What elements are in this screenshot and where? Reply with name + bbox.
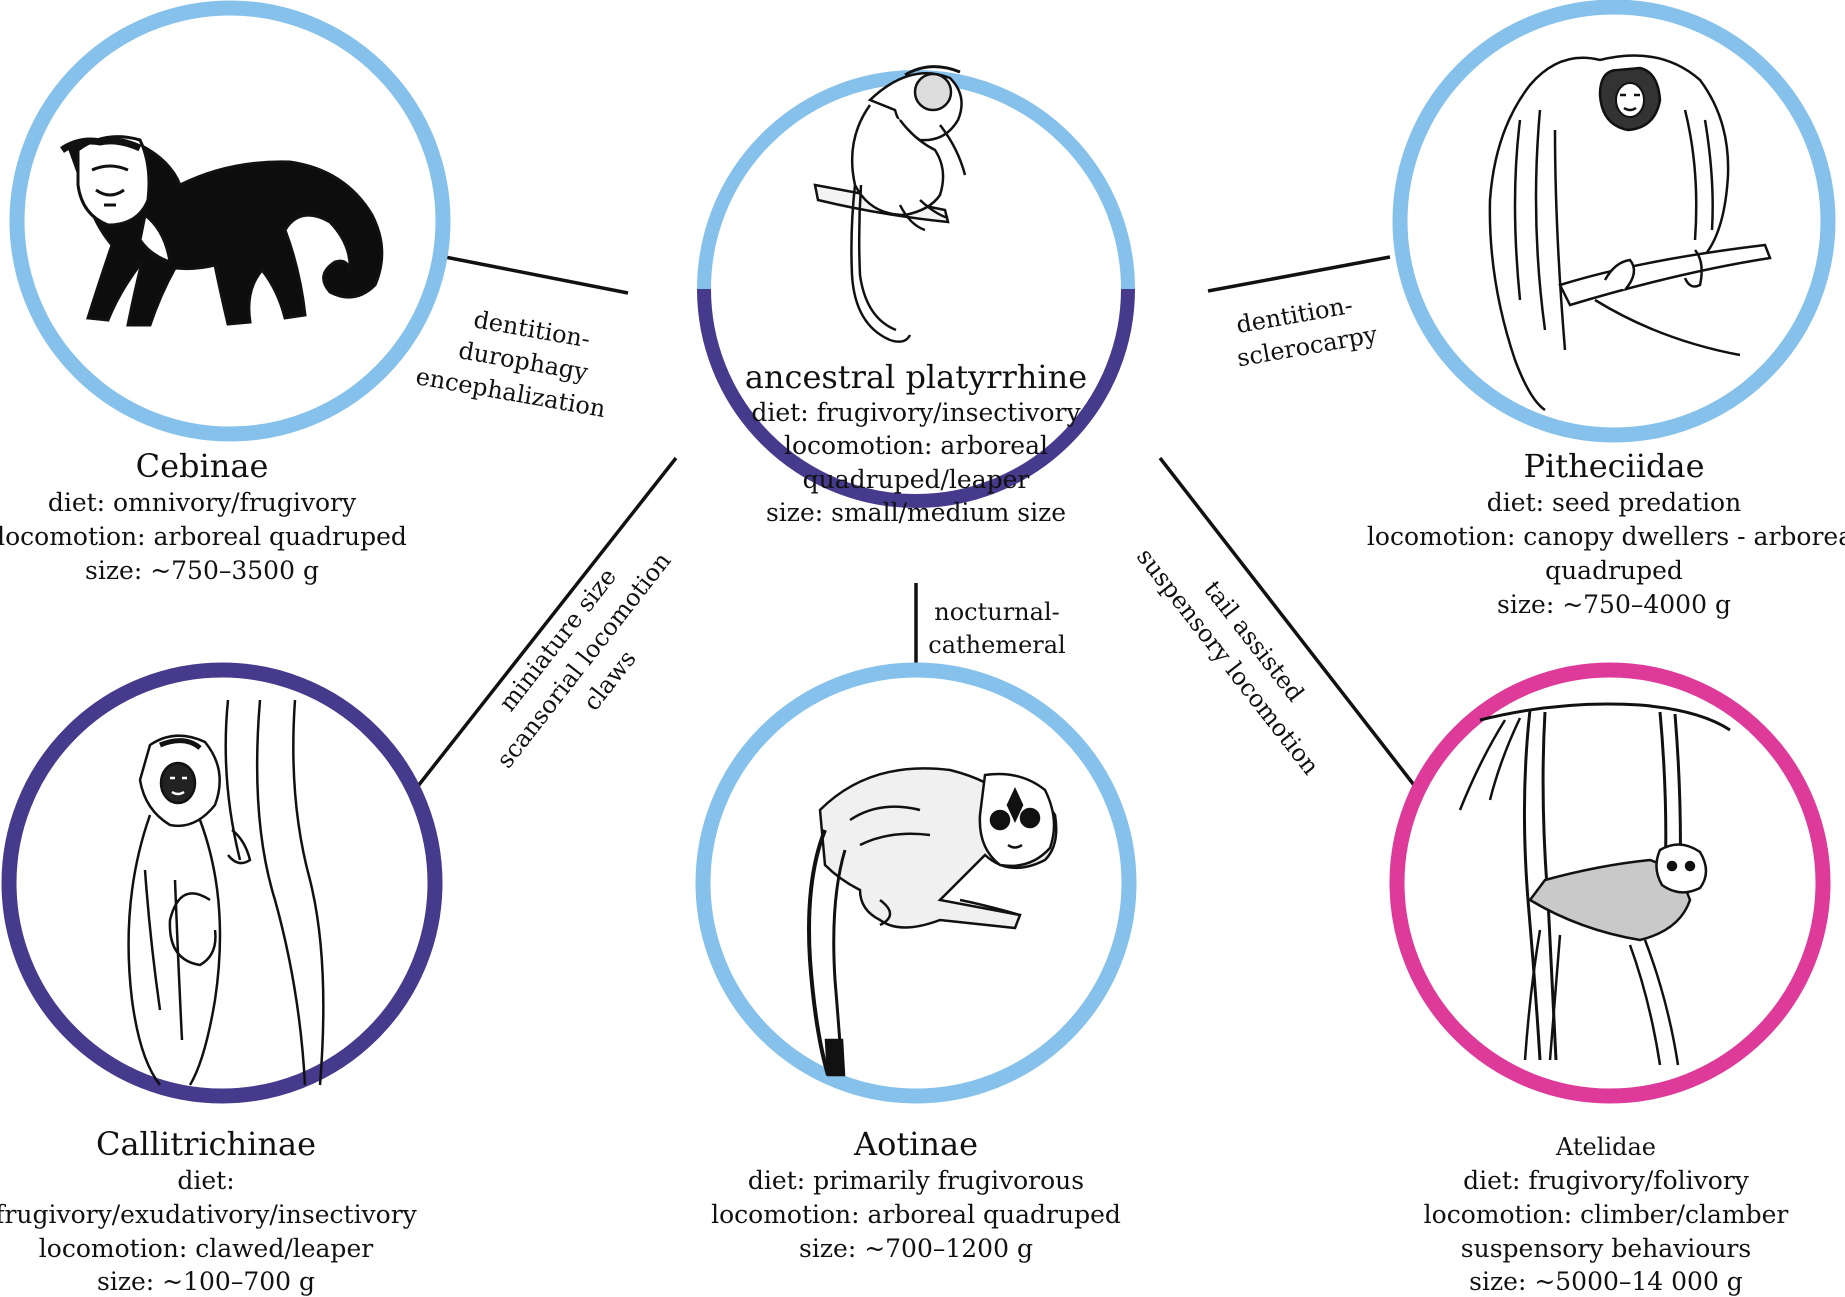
- node-aotinae: Aotinae diet: primarily frugivorous loco…: [703, 670, 1129, 1263]
- edge-label-aotinae: nocturnal- cathemeral: [928, 598, 1065, 659]
- callitrichinae-line-4: size: ~100–700 g: [97, 1267, 315, 1296]
- aotinae-line-3: size: ~700–1200 g: [799, 1234, 1033, 1263]
- atelidae-line-2: locomotion: climber/clamber: [1424, 1200, 1789, 1229]
- cebinae-line-3: size: ~750–3500 g: [85, 556, 319, 585]
- edge-label-callitrichinae: miniature size scansorial locomotion cla…: [465, 527, 703, 794]
- center-line-3: quadruped/leaper: [803, 465, 1030, 494]
- edge-label-atelidae-line-2: suspensory locomotion: [1131, 543, 1325, 780]
- edge-label-aotinae-line-1: nocturnal-: [934, 598, 1059, 626]
- center-line-4: size: small/medium size: [766, 498, 1066, 527]
- node-ancestral-platyrrhine: ancestral platyrrhine diet: frugivory/in…: [704, 67, 1128, 577]
- aotinae-line-2: locomotion: arboreal quadruped: [711, 1200, 1121, 1229]
- edge-label-aotinae-line-2: cathemeral: [928, 631, 1065, 659]
- center-line-1: diet: frugivory/insectivory: [751, 398, 1081, 427]
- atelidae-title: Atelidae: [1555, 1133, 1656, 1161]
- node-cebinae: Cebinae diet: omnivory/frugivory locomot…: [0, 8, 443, 585]
- cebinae-title: Cebinae: [136, 447, 269, 485]
- edge-line-pitheciidae: [1208, 257, 1390, 291]
- aotinae-title: Aotinae: [853, 1125, 978, 1163]
- edge-label-pitheciidae: dentition- sclerocarpy: [1229, 288, 1380, 373]
- edge-label-cebinae: dentition- durophagy encephalization: [414, 297, 619, 423]
- pitheciidae-line-3: quadruped: [1545, 556, 1683, 585]
- pitheciidae-line-2: locomotion: canopy dwellers - arboreal: [1367, 522, 1845, 551]
- node-pitheciidae: Pitheciidae diet: seed predation locomot…: [1367, 7, 1845, 619]
- node-atelidae: Atelidae diet: frugivory/folivory locomo…: [1397, 670, 1823, 1296]
- center-title: ancestral platyrrhine: [745, 358, 1087, 396]
- callitrichinae-line-3: locomotion: clawed/leaper: [39, 1234, 373, 1263]
- edge-line-cebinae: [445, 257, 628, 293]
- atelidae-line-3: suspensory behaviours: [1461, 1234, 1751, 1263]
- pitheciidae-line-1: diet: seed predation: [1487, 488, 1741, 517]
- callitrichinae-line-2: frugivory/exudativory/insectivory: [0, 1200, 418, 1229]
- aotinae-line-1: diet: primarily frugivorous: [748, 1166, 1084, 1195]
- center-line-2: locomotion: arboreal: [784, 431, 1048, 460]
- cebinae-line-1: diet: omnivory/frugivory: [48, 488, 357, 517]
- atelidae-line-4: size: ~5000–14 000 g: [1469, 1267, 1743, 1296]
- edge-line-callitrichinae: [418, 458, 676, 786]
- node-callitrichinae: Callitrichinae diet: frugivory/exudativo…: [0, 670, 435, 1296]
- atelidae-line-1: diet: frugivory/folivory: [1463, 1166, 1750, 1195]
- callitrichinae-title: Callitrichinae: [96, 1125, 316, 1163]
- ring-callitrichinae: [9, 670, 435, 1096]
- pitheciidae-title: Pitheciidae: [1523, 447, 1704, 485]
- pitheciidae-line-4: size: ~750–4000 g: [1497, 590, 1731, 619]
- cebinae-line-2: locomotion: arboreal quadruped: [0, 522, 407, 551]
- callitrichinae-line-1: diet:: [177, 1166, 234, 1195]
